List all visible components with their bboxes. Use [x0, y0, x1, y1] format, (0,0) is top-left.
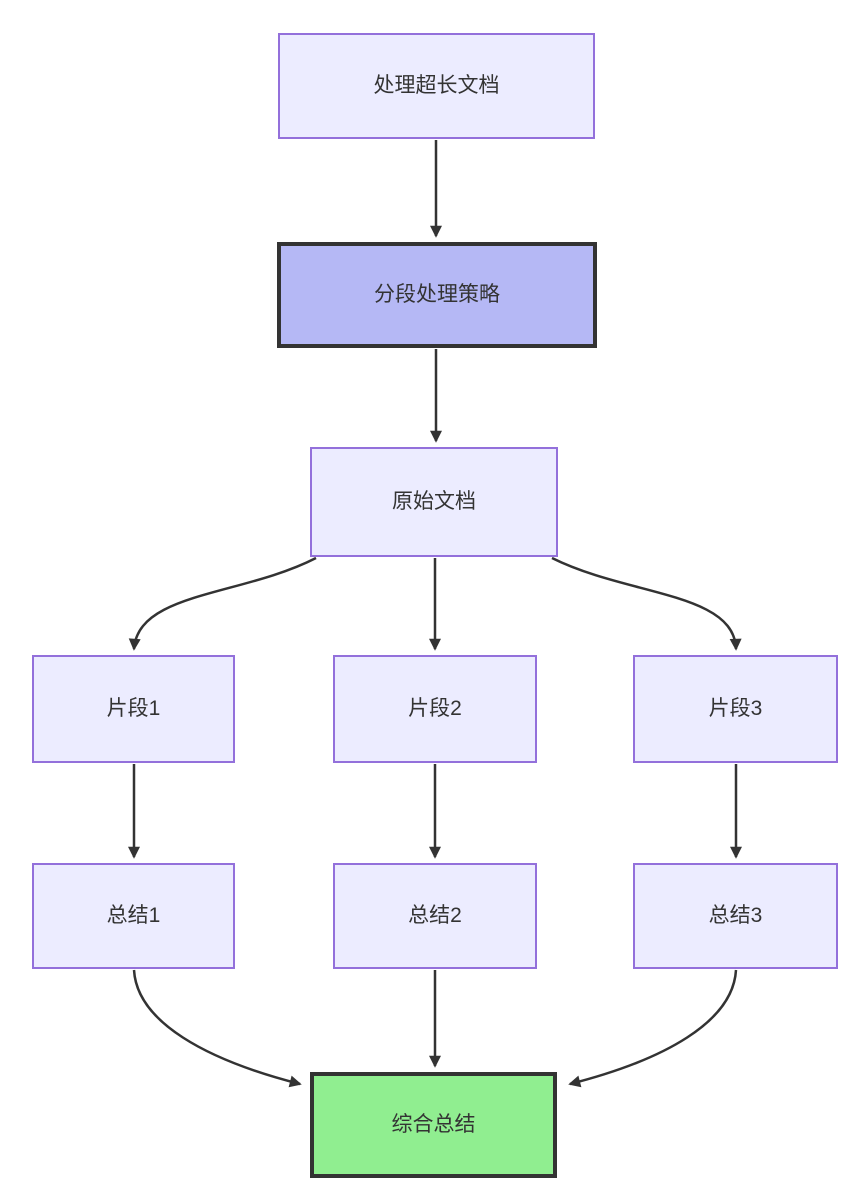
node-label: 原始文档	[392, 490, 476, 514]
node-process-long-document: 处理超长文档	[278, 33, 595, 139]
node-summary-1: 总结1	[32, 863, 235, 969]
node-label: 片段2	[408, 697, 462, 721]
node-label: 处理超长文档	[373, 74, 500, 98]
node-segmentation-strategy: 分段处理策略	[277, 242, 597, 348]
node-combined-summary: 综合总结	[310, 1072, 557, 1178]
node-fragment-1: 片段1	[32, 655, 235, 763]
node-fragment-2: 片段2	[333, 655, 537, 763]
edge-original-to-fragment-1	[128, 556, 317, 651]
node-label: 总结3	[708, 904, 763, 928]
edge-original-to-fragment-3	[551, 556, 742, 651]
node-summary-3: 总结3	[633, 863, 838, 969]
edge-summary-1-to-combined	[132, 969, 302, 1088]
node-label: 总结2	[408, 904, 462, 928]
node-label: 综合总结	[391, 1113, 476, 1137]
node-label: 片段1	[106, 697, 161, 721]
node-fragment-3: 片段3	[633, 655, 838, 763]
edge-summary-3-to-combined	[568, 969, 738, 1088]
node-label: 片段3	[708, 697, 763, 721]
node-label: 总结1	[106, 904, 161, 928]
node-label: 分段处理策略	[374, 283, 500, 307]
node-summary-2: 总结2	[333, 863, 537, 969]
node-original-document: 原始文档	[310, 447, 558, 557]
